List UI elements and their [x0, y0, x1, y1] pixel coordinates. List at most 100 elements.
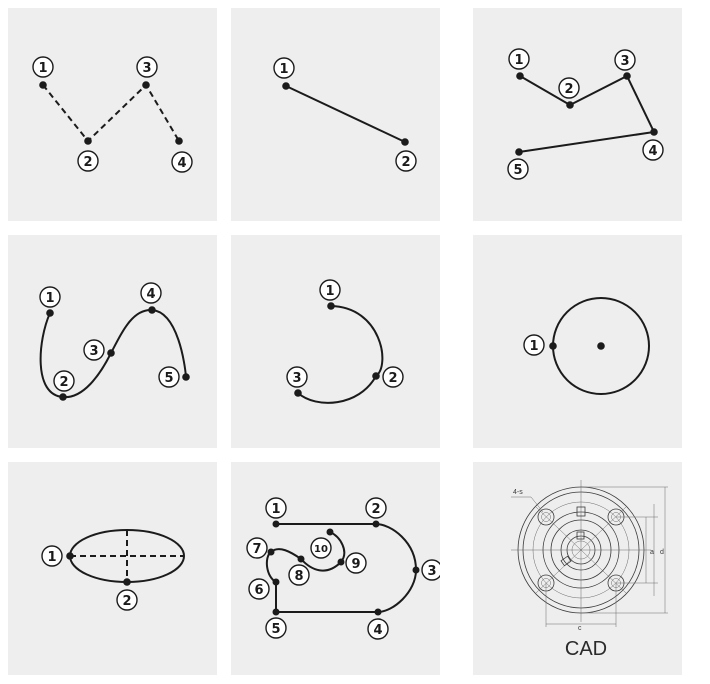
point-2 [372, 372, 380, 380]
marker-2: 2 [116, 589, 138, 611]
composite-path [265, 523, 418, 613]
point-4 [148, 306, 156, 314]
circle-diagram: 1 [523, 297, 650, 395]
arc-curve [297, 305, 384, 404]
polyline [518, 74, 656, 153]
arc-diagram: 1 2 3 [286, 279, 404, 404]
marker-2: 2 [395, 150, 417, 172]
svg-text:2: 2 [371, 502, 380, 517]
cad-drawing: a d c 4-s CAD [511, 480, 668, 660]
marker-4: 4 [642, 139, 664, 161]
tile-arc: 1 2 3 [231, 235, 440, 448]
svg-text:1: 1 [325, 284, 334, 299]
point-1 [66, 552, 74, 560]
point-3 [412, 566, 420, 574]
point-2 [84, 137, 92, 145]
point-4 [650, 128, 658, 136]
tile-polyline: 1 2 3 4 5 [473, 8, 682, 221]
svg-text:3: 3 [427, 564, 436, 579]
svg-text:2: 2 [83, 155, 92, 170]
tile-cad-drawing: a d c 4-s CAD [473, 462, 682, 675]
marker-1: 1 [273, 57, 295, 79]
svg-text:4: 4 [177, 156, 186, 171]
svg-text:1: 1 [45, 291, 54, 306]
svg-text:c: c [578, 625, 582, 632]
marker-2: 2 [365, 497, 387, 519]
marker-2: 2 [53, 370, 75, 392]
point-4 [374, 608, 382, 616]
marker-2: 2 [382, 366, 404, 388]
marker-4: 4 [367, 618, 389, 640]
marker-1: 1 [39, 286, 61, 308]
marker-3: 3 [136, 56, 158, 78]
marker-4: 4 [140, 282, 162, 304]
point-2 [123, 578, 131, 586]
svg-text:3: 3 [142, 61, 151, 76]
point-1 [282, 82, 290, 90]
marker-8: 8 [288, 564, 310, 586]
marker-5: 5 [158, 366, 180, 388]
svg-text:9: 9 [351, 557, 360, 572]
marker-7: 7 [246, 537, 268, 559]
marker-2: 2 [558, 77, 580, 99]
point-1 [549, 342, 557, 350]
line-diagram: 1 2 [273, 57, 417, 172]
point-1 [516, 72, 524, 80]
point-2 [59, 393, 67, 401]
point-1 [39, 81, 47, 89]
point-2 [566, 101, 574, 109]
marker-1: 1 [32, 56, 54, 78]
polyline-diagram: 1 2 3 4 5 [507, 48, 664, 180]
svg-text:2: 2 [401, 155, 410, 170]
point-3 [294, 389, 302, 397]
svg-text:3: 3 [620, 54, 629, 69]
cad-annotation: 4-s [513, 489, 523, 496]
svg-text:5: 5 [164, 371, 173, 386]
marker-3: 3 [421, 559, 440, 581]
svg-text:5: 5 [271, 622, 280, 637]
marker-3: 3 [286, 366, 308, 388]
marker-5: 5 [265, 617, 287, 639]
marker-1: 1 [41, 545, 63, 567]
svg-text:2: 2 [388, 371, 397, 386]
point-5 [515, 148, 523, 156]
svg-text:4: 4 [648, 144, 657, 159]
point-8 [297, 555, 305, 563]
svg-text:1: 1 [47, 550, 56, 565]
point-1 [272, 520, 280, 528]
svg-text:1: 1 [529, 339, 538, 354]
cad-caption: CAD [565, 638, 607, 660]
marker-1: 1 [265, 497, 287, 519]
svg-text:a: a [650, 549, 654, 556]
tile-line: 1 2 [231, 8, 440, 221]
cad-flange-bearing-drawing: a d c [511, 480, 668, 632]
spline-diagram: 1 2 3 4 5 [39, 282, 190, 401]
point-3 [623, 72, 631, 80]
marker-2: 2 [77, 150, 99, 172]
marker-9: 9 [345, 552, 367, 574]
point-2 [401, 138, 409, 146]
marker-5: 5 [507, 158, 529, 180]
svg-text:1: 1 [38, 61, 47, 76]
tile-composite-path: 1 2 3 4 5 6 7 8 9 10 [231, 462, 440, 675]
composite-path-diagram: 1 2 3 4 5 6 7 8 9 10 [246, 497, 440, 640]
svg-text:1: 1 [279, 62, 288, 77]
point-3 [107, 349, 115, 357]
point-6 [272, 578, 280, 586]
point-7 [267, 548, 275, 556]
tile-ellipse: 1 2 [8, 462, 217, 675]
point-10 [326, 528, 334, 536]
svg-text:1: 1 [271, 502, 280, 517]
ellipse-diagram: 1 2 [41, 529, 185, 611]
point-4 [175, 137, 183, 145]
svg-text:6: 6 [254, 583, 263, 598]
point-1 [327, 302, 335, 310]
svg-text:3: 3 [292, 371, 301, 386]
point-5 [272, 608, 280, 616]
marker-3: 3 [614, 49, 636, 71]
svg-text:8: 8 [294, 569, 303, 584]
marker-1: 1 [508, 48, 530, 70]
marker-3: 3 [83, 339, 105, 361]
marker-6: 6 [248, 578, 270, 600]
center-point [597, 342, 605, 350]
